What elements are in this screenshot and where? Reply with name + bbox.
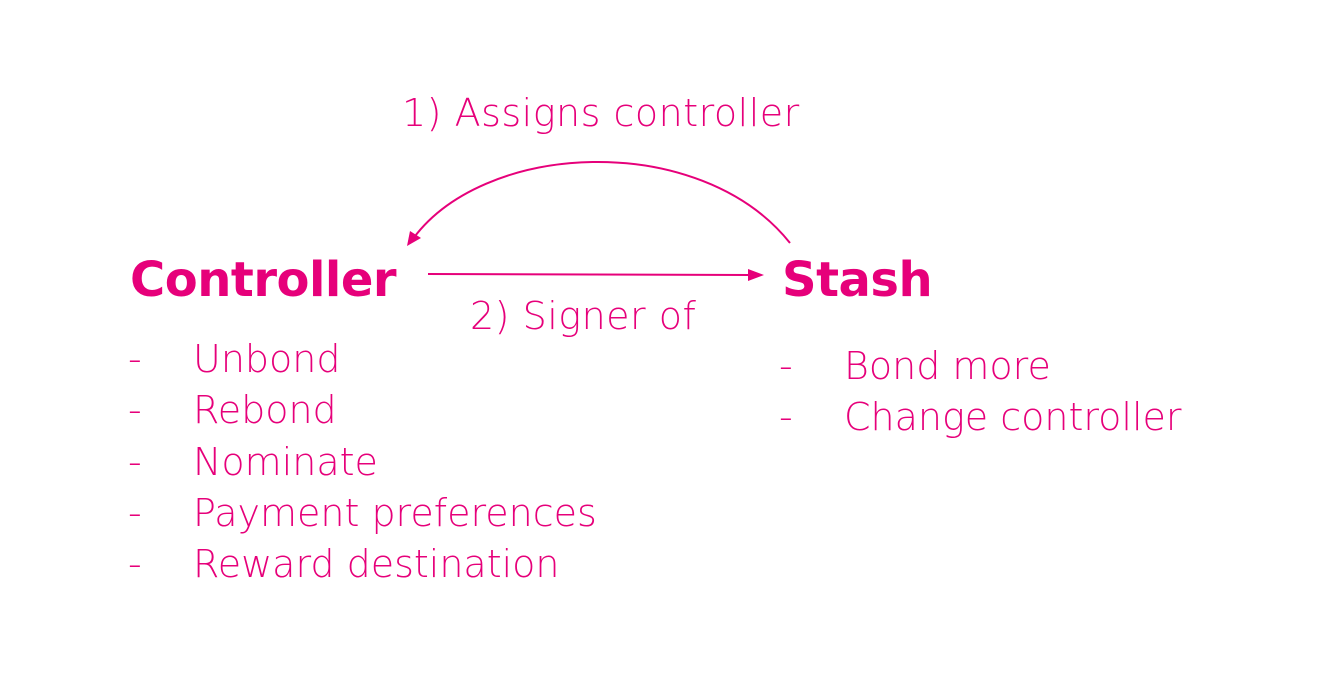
list-item-label: Nominate <box>193 439 378 484</box>
controller-title: Controller <box>130 252 397 308</box>
list-bullet: - <box>128 439 142 484</box>
list-item-label: Change controller <box>844 395 1182 440</box>
list-bullet: - <box>779 344 793 388</box>
assigns-controller-arrow <box>409 160 791 244</box>
assigns-controller-label: 1) Assigns controller <box>402 91 800 135</box>
signer-of-arrow <box>427 273 751 276</box>
signer-of-arrowhead <box>748 269 764 281</box>
list-item-label: Bond more <box>844 344 1051 388</box>
list-bullet: - <box>128 337 142 381</box>
list-bullet: - <box>128 388 142 433</box>
list-item-label: Reward destination <box>193 542 560 587</box>
list-bullet: - <box>128 490 142 535</box>
list-item-label: Payment preferences <box>193 490 597 535</box>
signer-of-label: 2) Signer of <box>470 294 697 338</box>
list-item-label: Unbond <box>193 337 341 381</box>
list-item-label: Rebond <box>193 388 337 433</box>
list-bullet: - <box>779 395 793 440</box>
assigns-controller-arrowhead <box>407 231 421 246</box>
stash-title: Stash <box>782 252 933 308</box>
list-bullet: - <box>128 542 142 587</box>
